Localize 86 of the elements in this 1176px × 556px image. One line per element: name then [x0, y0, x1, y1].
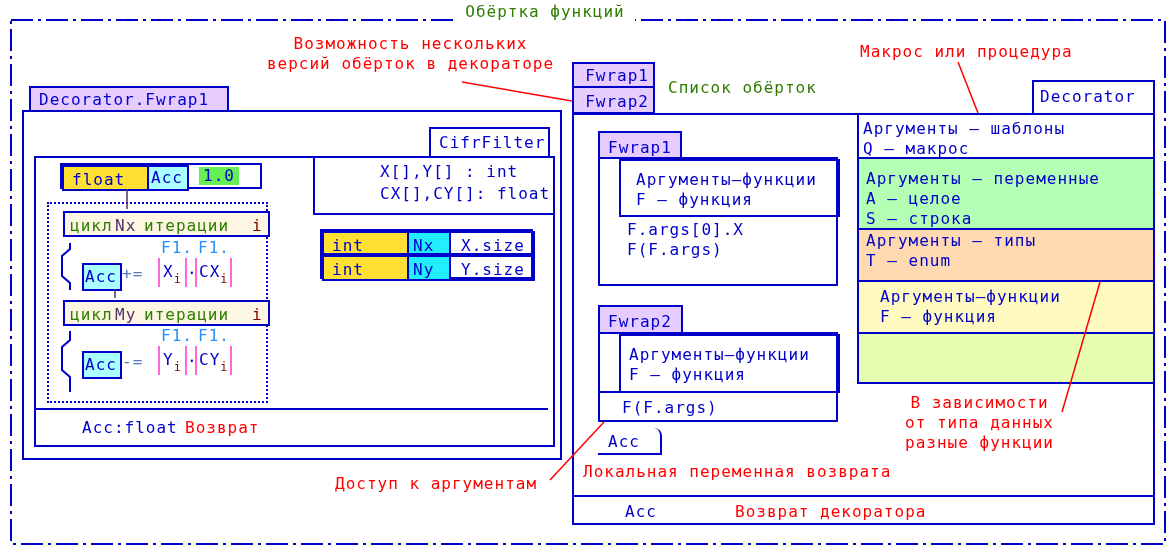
- leader-line: [126, 188, 128, 210]
- operator-sign: ·: [187, 263, 197, 284]
- arguments-box: [619, 334, 840, 393]
- loop-keyword: итерации: [144, 305, 231, 325]
- declaration-text: CX[],CY[]: float: [380, 184, 552, 204]
- type-row: [320, 253, 533, 279]
- array-element: X$_{i}$: [163, 262, 183, 288]
- arguments-heading: Аргументы — типы: [866, 231, 1038, 251]
- size-cell: Y.size: [449, 255, 535, 281]
- size-cell: X.size: [449, 231, 535, 257]
- array-element: CY$_{i}$: [199, 350, 230, 376]
- arguments-box: [857, 228, 1155, 282]
- leader-line: [1061, 281, 1101, 413]
- arguments-box: [619, 159, 840, 217]
- return-variable: Acc:float: [82, 418, 179, 438]
- declaration-box: [313, 156, 555, 215]
- arguments-item: F — функция: [880, 307, 998, 327]
- loop-area: [47, 202, 268, 403]
- type-cell: int: [322, 255, 409, 281]
- operator-sign: +=: [122, 264, 145, 285]
- arguments-heading: Аргументы—функции: [636, 170, 818, 190]
- annotation-text: В зависимости от типа данных разные функции: [897, 393, 1062, 459]
- leader-line: [549, 421, 605, 481]
- arguments-item: Q — макрос: [863, 139, 971, 159]
- arguments-heading: Аргументы — переменные: [866, 169, 1101, 189]
- arguments-item: S — строка: [866, 209, 974, 229]
- wrapper-list-tab: Fwrap2: [572, 86, 655, 114]
- list-caption: Список обёрток: [668, 78, 818, 99]
- arguments-item: T — enum: [866, 251, 953, 271]
- code-line: F(F.args): [622, 398, 719, 418]
- frame-title: Обёртка функций: [455, 2, 635, 22]
- loop-keyword: итерации: [144, 216, 231, 236]
- return-note: Возврат: [185, 418, 261, 438]
- empty-box: [857, 332, 1155, 384]
- type-cell: float: [62, 165, 149, 191]
- arguments-heading: Аргументы—функции: [880, 287, 1062, 307]
- arguments-box: [857, 157, 1155, 230]
- operator-sign: ·: [187, 351, 197, 372]
- wrapper-frame: [598, 157, 838, 286]
- declaration-row: [60, 163, 262, 189]
- name-cell: Ny: [407, 255, 451, 281]
- code-line: F.args[0].X: [627, 220, 745, 240]
- filter-tab: CifrFilter: [429, 127, 550, 158]
- leader-line: [957, 61, 979, 114]
- loop-count: Nx: [115, 216, 138, 236]
- loop-count: My: [115, 305, 138, 325]
- field-prefix: F1.: [161, 326, 194, 344]
- accumulator-box: Acc: [82, 263, 122, 291]
- arguments-heading: Аргументы — шаблоны: [863, 119, 1067, 139]
- accumulator-box: Acc: [82, 351, 122, 379]
- loop-index: i: [252, 216, 264, 236]
- arguments-item: A — целое: [866, 189, 963, 209]
- wrapper-tab: Fwrap2: [598, 305, 683, 334]
- arguments-item: F — функция: [636, 190, 754, 210]
- wrapper-list-tab: Fwrap1: [572, 62, 655, 88]
- wrapper-frame: [598, 332, 838, 422]
- return-variable: Acc: [625, 502, 658, 522]
- field-prefix: F1.: [161, 238, 194, 256]
- field-prefix: F1.: [198, 326, 231, 344]
- arguments-box: [857, 280, 1155, 334]
- code-line: F(F.args): [627, 240, 724, 260]
- leader-line: [461, 81, 573, 102]
- wrapper-tab: Fwrap1: [598, 131, 682, 159]
- loop-index: i: [252, 305, 264, 325]
- annotation-text: Локальная переменная возврата: [583, 462, 893, 483]
- leader-line: [114, 288, 116, 299]
- field-prefix: F1.: [198, 238, 231, 256]
- declaration-text: X[],Y[] : int: [380, 162, 520, 182]
- value-cell: 1.0: [199, 167, 239, 185]
- operator-sign: -=: [122, 352, 145, 373]
- loop-header: [63, 300, 270, 326]
- arguments-item: F — функция: [629, 365, 747, 385]
- loop-keyword: цикл: [70, 305, 114, 325]
- loop-header: [63, 211, 270, 237]
- loop-keyword: цикл: [70, 216, 114, 236]
- arguments-heading: Аргументы—функции: [629, 345, 811, 365]
- array-element: CX$_{i}$: [199, 262, 230, 288]
- annotation-text: Доступ к аргументам: [335, 474, 550, 498]
- panel-tab: Decorator.Fwrap1: [29, 86, 229, 112]
- array-element: Y$_{i}$: [163, 350, 183, 376]
- name-cell: Acc: [147, 165, 189, 191]
- return-note: Возврат декоратора: [735, 502, 928, 522]
- annotation-text: Возможность нескольких версий обёрток в декораторе: [258, 34, 563, 82]
- annotation-text: Макрос или процедура: [860, 42, 1100, 62]
- local-variable-bracket: Acc: [598, 428, 662, 455]
- decorator-tab: Decorator: [1032, 80, 1155, 115]
